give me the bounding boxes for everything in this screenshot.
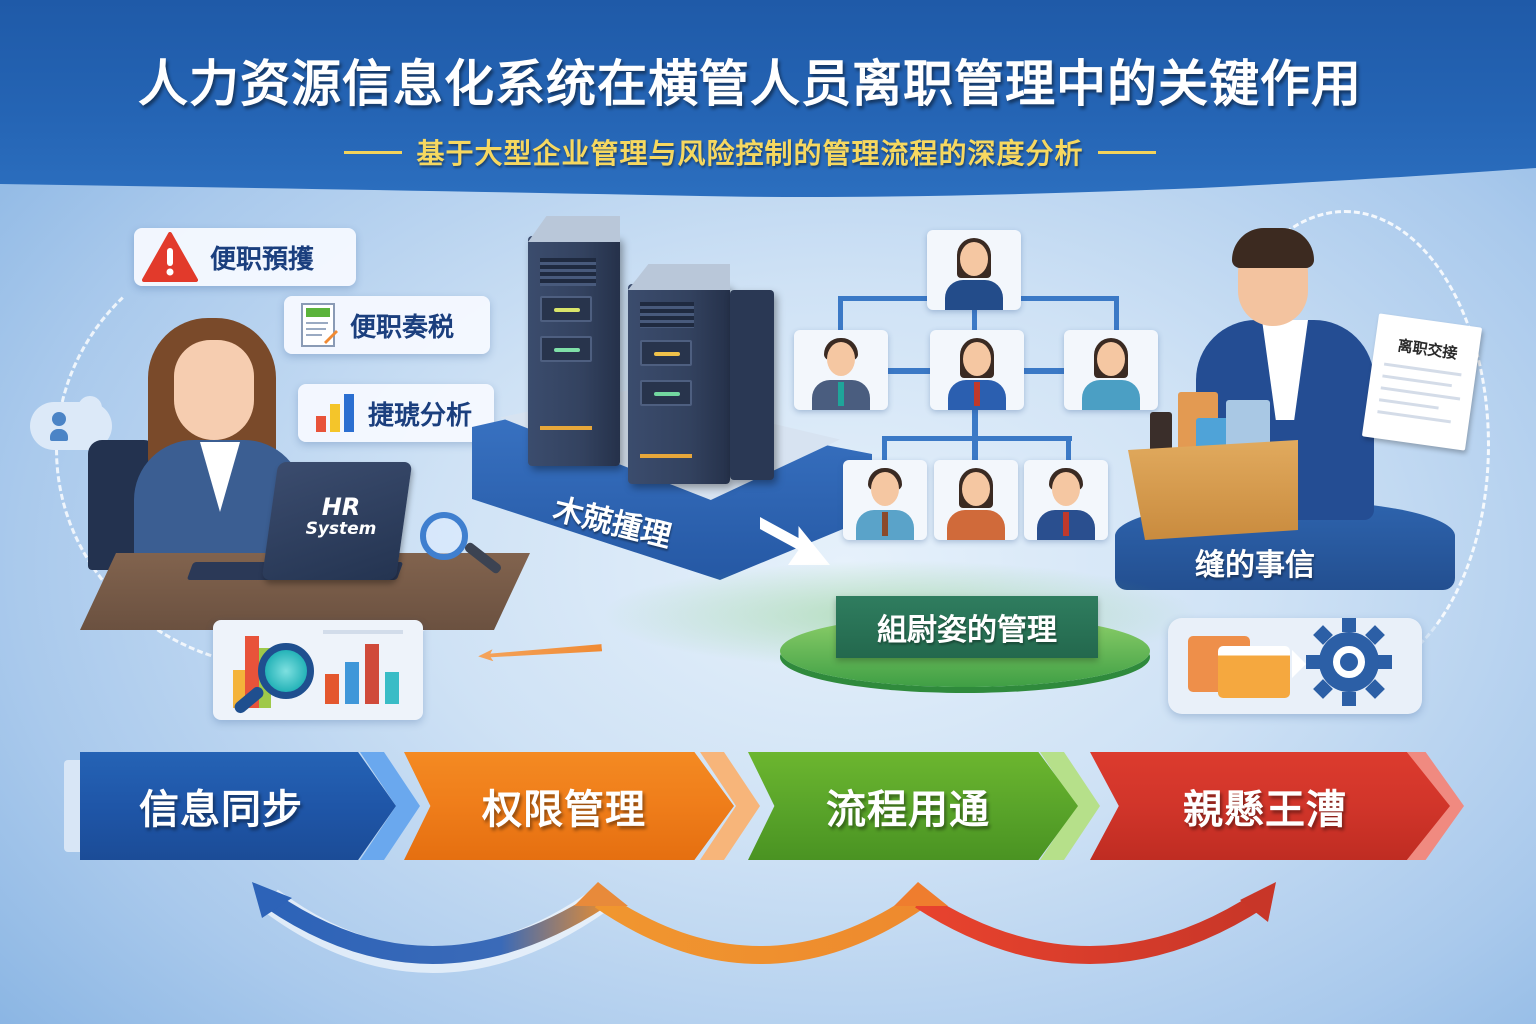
user-head-glyph — [52, 412, 66, 426]
process-step-permission[interactable]: 权限管理 — [404, 752, 734, 860]
callout-label: 便职奏税 — [350, 312, 455, 343]
arrow-icon — [1292, 650, 1306, 678]
org-card-employee[interactable] — [1024, 460, 1108, 540]
departing-employee-hair — [1232, 228, 1314, 268]
org-connector — [1066, 436, 1071, 464]
departure-label: 缝的事信 — [1195, 548, 1315, 583]
bar-chart-icon — [325, 642, 415, 704]
cloud-user-icon — [30, 396, 112, 450]
callout-label: 捷琥分析 — [368, 400, 473, 431]
callout-label: 便职預擭 — [210, 244, 315, 275]
center-platform-label: 組尉姿的管理 — [836, 596, 1098, 658]
page-subtitle: 基于大型企业管理与风险控制的管理流程的深度分析 — [416, 137, 1084, 170]
org-card-employee[interactable] — [794, 330, 888, 410]
step-label: 流程用通 — [826, 787, 990, 833]
step-label: 親懸王漕 — [1183, 787, 1347, 833]
user-body-glyph — [50, 429, 68, 441]
folder-icon — [1218, 646, 1290, 698]
process-step-risk[interactable]: 親懸王漕 — [1090, 752, 1450, 860]
callout-warning: 便职預擭 — [134, 228, 356, 286]
server-tower-icon — [628, 264, 730, 484]
subtitle-row: 基于大型企业管理与风险控制的管理流程的深度分析 — [0, 132, 1500, 172]
org-card-employee[interactable] — [934, 460, 1018, 540]
process-step-workflow[interactable]: 流程用通 — [748, 752, 1078, 860]
org-card-employee[interactable] — [843, 460, 927, 540]
magnifier-icon — [258, 643, 314, 699]
org-connector — [838, 296, 843, 334]
card-header-line — [323, 630, 403, 634]
org-connector — [882, 436, 1072, 441]
document-edit-icon — [301, 303, 338, 347]
step-label: 权限管理 — [482, 787, 646, 833]
org-connector — [972, 304, 977, 334]
warning-icon — [142, 232, 198, 282]
resignation-document: 离职交接 — [1361, 313, 1483, 451]
process-step-sync[interactable]: 信息同步 — [80, 752, 396, 860]
subtitle-divider-left — [344, 150, 403, 154]
bar-chart-icon — [316, 394, 354, 432]
server-side-panel — [730, 290, 774, 480]
flow-arrow-icon — [478, 642, 603, 663]
page-title: 人力资源信息化系统在横管人员离职管理中的关键作用 — [138, 55, 1362, 113]
step-label: 信息同步 — [139, 787, 303, 833]
org-card-manager[interactable] — [927, 230, 1021, 310]
callout-document: 便职奏税 — [284, 296, 490, 354]
belongings-box-icon — [1128, 440, 1298, 540]
org-card-employee[interactable] — [930, 330, 1024, 410]
hr-staff-face — [174, 340, 254, 440]
server-tower-icon — [528, 216, 620, 466]
callout-analysis: 捷琥分析 — [298, 384, 494, 442]
cycle-arrows-icon — [252, 882, 1276, 973]
subtitle-divider-right — [1097, 150, 1156, 154]
box-item — [1150, 412, 1172, 452]
org-connector — [882, 436, 887, 464]
laptop-label: HR System — [305, 493, 377, 540]
org-card-employee[interactable] — [1064, 330, 1158, 410]
magnifier-icon — [420, 512, 468, 560]
header-banner — [0, 0, 1536, 200]
org-connector — [1114, 296, 1119, 334]
